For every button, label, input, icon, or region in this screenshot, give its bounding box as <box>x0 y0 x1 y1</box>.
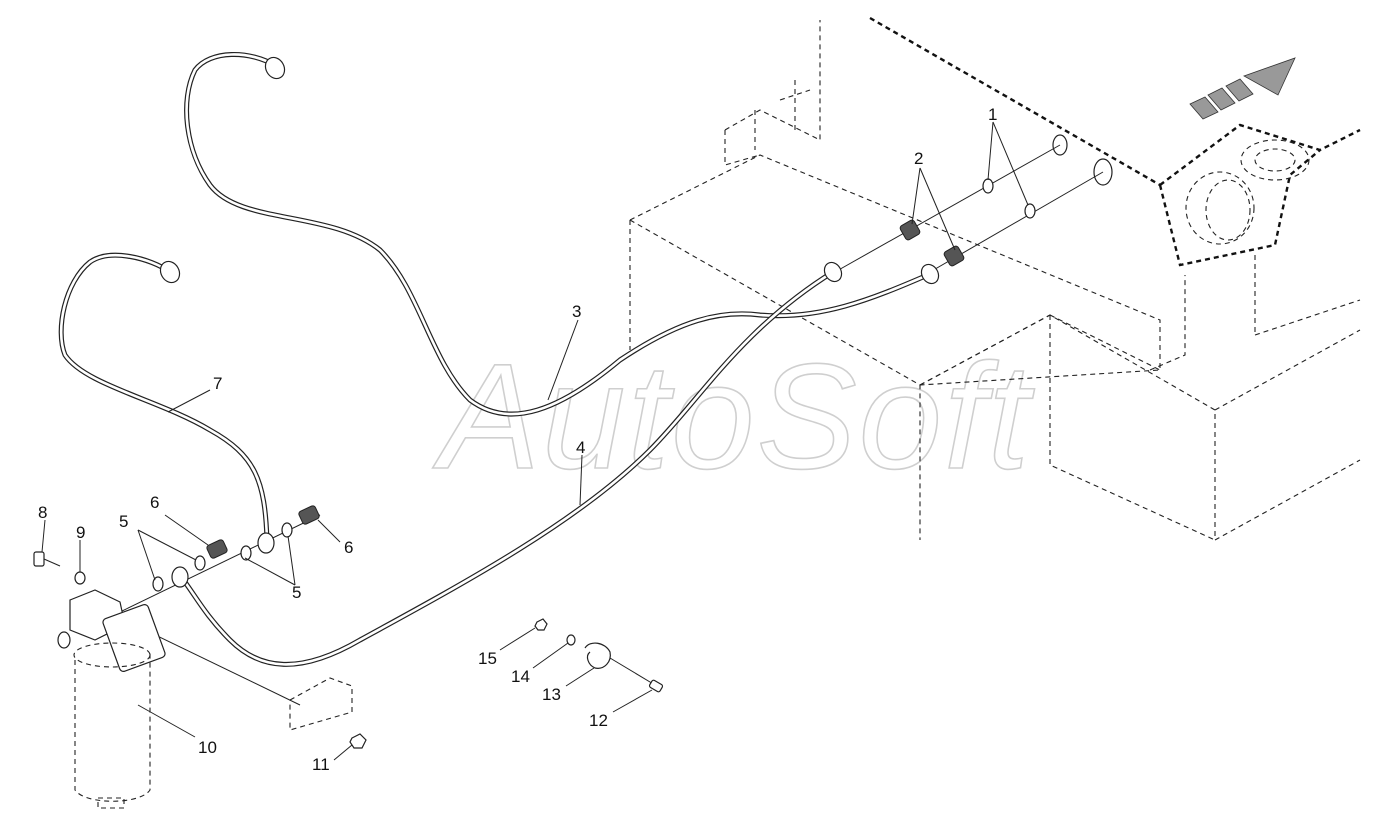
callout-5-lower: 5 <box>292 583 301 602</box>
callout-9: 9 <box>76 523 85 542</box>
callout-7: 7 <box>213 374 222 393</box>
callout-10: 10 <box>198 738 217 757</box>
fuel-filter-10 <box>57 589 166 809</box>
callout-8: 8 <box>38 503 47 522</box>
washer-9 <box>74 571 86 585</box>
callout-4: 4 <box>576 438 585 457</box>
clamp-group <box>534 618 664 693</box>
pipe-nuts <box>159 56 940 588</box>
callout-13: 13 <box>542 685 561 704</box>
callout-3: 3 <box>572 302 581 321</box>
callout-6-left: 6 <box>150 493 159 512</box>
callout-6-right: 6 <box>344 538 353 557</box>
nut-15 <box>534 618 548 631</box>
nut-11 <box>349 733 367 749</box>
callout-15: 15 <box>478 649 497 668</box>
bolt-12 <box>648 679 664 693</box>
callout-12: 12 <box>589 711 608 730</box>
adapters-2 <box>899 219 965 267</box>
pipe-7 <box>58 252 270 543</box>
leader-lines <box>41 121 1029 761</box>
tank-port-fittings <box>1052 134 1113 186</box>
callout-5-upper: 5 <box>119 512 128 531</box>
tank-filler-neck <box>1185 139 1310 245</box>
phantom-frame-outline <box>629 16 1361 541</box>
callout-11: 11 <box>312 755 330 774</box>
callouts: 1 2 3 4 5 5 6 6 7 8 9 10 11 12 13 14 15 <box>38 105 997 774</box>
washers-5 <box>152 522 293 592</box>
callout-1: 1 <box>988 105 997 124</box>
washers-1 <box>982 178 1036 219</box>
washer-14 <box>566 634 576 646</box>
bracket-mount <box>289 677 353 731</box>
pipe-3 <box>184 52 933 417</box>
clamp-13 <box>584 642 611 669</box>
callout-2: 2 <box>914 149 923 168</box>
pipe-4 <box>179 269 836 667</box>
bolt-8 <box>33 551 61 567</box>
banjo-bolts-6 <box>206 505 320 559</box>
callout-14: 14 <box>511 667 530 686</box>
forward-direction-arrow <box>1189 57 1296 120</box>
